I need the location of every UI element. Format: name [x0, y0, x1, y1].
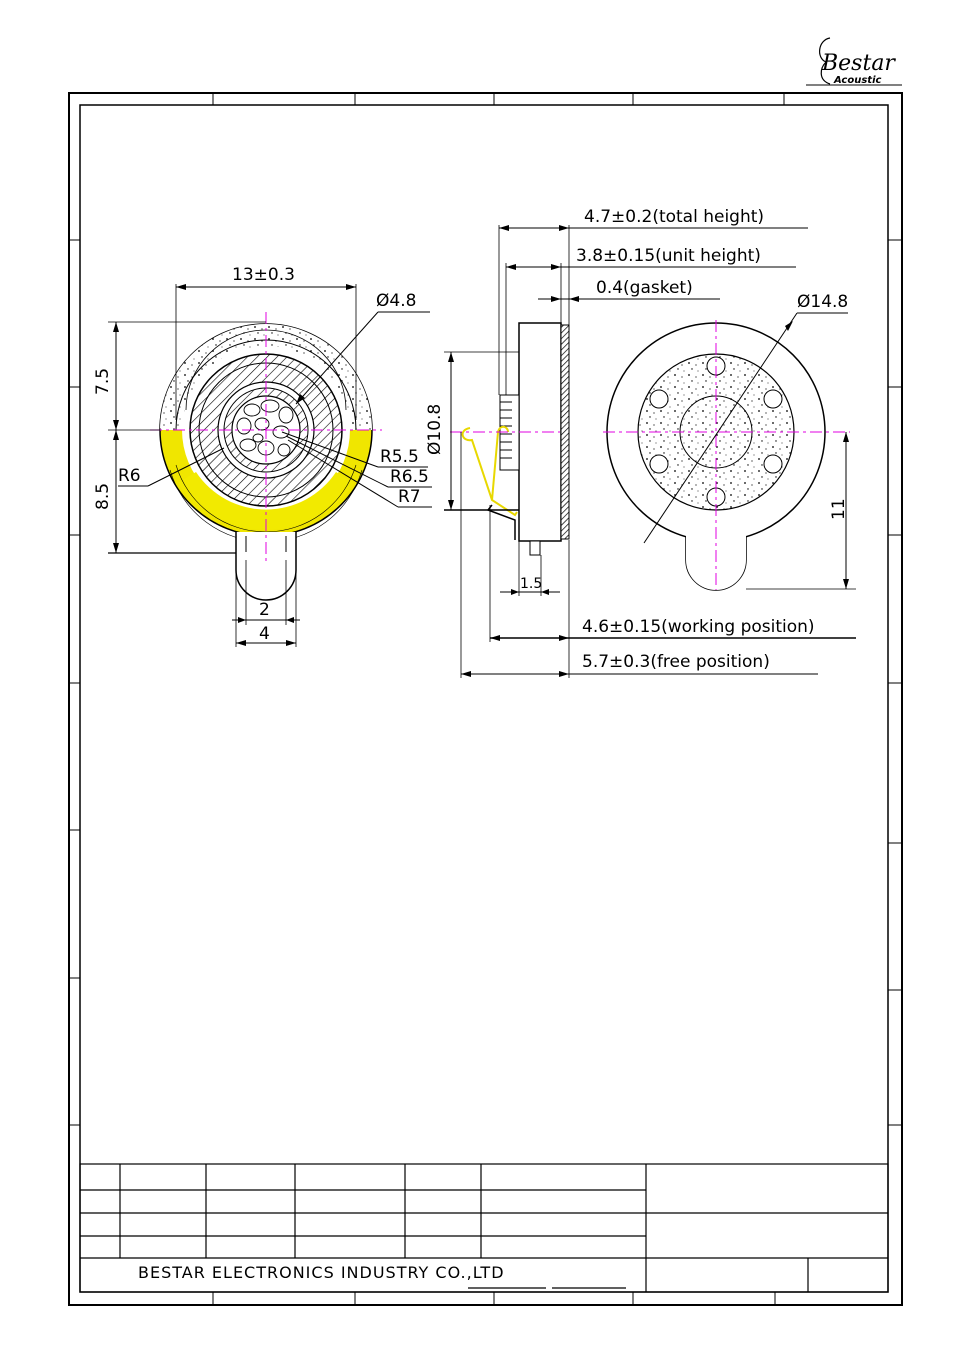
dim-tab-inner-label: 2 [259, 600, 270, 620]
dim-unit-height-label: 3.8±0.15(unit height) [576, 246, 761, 266]
front-view: 13±0.3 Ø4.8 7.5 8.5 R6 R5.5 R6.5 R7 [93, 265, 432, 647]
dim-upper-height-label: 7.5 [93, 368, 113, 395]
dim-width-label: 13±0.3 [232, 265, 295, 285]
dim-radius-r7-label: R7 [398, 487, 421, 507]
bestar-logo: Bestar Acoustic [806, 38, 902, 86]
dim-back-dia-label: Ø14.8 [797, 292, 848, 312]
dim-free-position-label: 5.7±0.3(free position) [582, 652, 770, 672]
dim-lower-height-label: 8.5 [93, 483, 113, 510]
back-view: Ø14.8 11 [603, 292, 856, 590]
company-name: BESTAR ELECTRONICS INDUSTRY CO.,LTD [138, 1263, 505, 1282]
logo-brand-text: Bestar [821, 51, 896, 76]
dim-working-position-label: 4.6±0.15(working position) [582, 617, 815, 637]
dim-total-height-label: 4.7±0.2(total height) [584, 207, 764, 227]
dim-hole-dia-label: Ø4.8 [376, 291, 416, 311]
dim-radius-r6-label: R6 [118, 466, 141, 486]
dim-side-dia-label: Ø10.8 [425, 404, 445, 455]
dim-gasket-label: 0.4(gasket) [596, 278, 693, 298]
dim-tab-thickness-label: 1.5 [520, 576, 542, 592]
drawing-frame [69, 93, 902, 1305]
dim-radius-r65-label: R6.5 [390, 467, 429, 487]
logo-sub-text: Acoustic [833, 75, 882, 86]
dim-radius-r55-label: R5.5 [380, 447, 419, 467]
dim-tab-length-label: 11 [829, 498, 849, 520]
dim-tab-outer-label: 4 [259, 624, 270, 644]
